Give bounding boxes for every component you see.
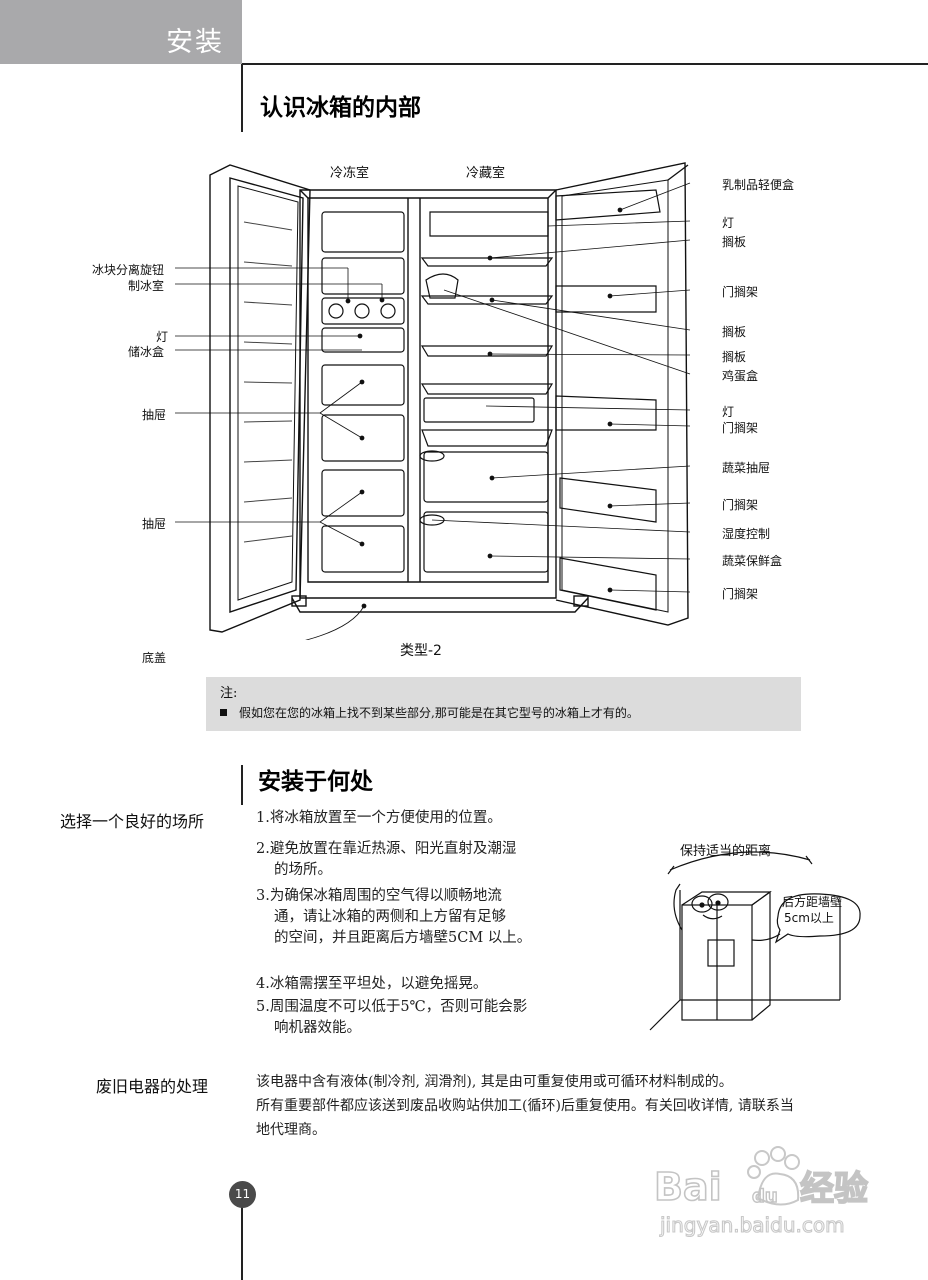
fridge-diagram — [175, 162, 691, 640]
figure-caption: 类型-2 — [400, 643, 442, 659]
list-item: 4.冰箱需摆至平坦处，以避免摇晃。 — [256, 976, 488, 992]
note-bullet: 假如您在您的冰箱上找不到某些部分,那可能是在其它型号的冰箱上才有的。 — [220, 704, 639, 721]
list-item: 3.为确保冰箱周围的空气得以顺畅地流 通，请让冰箱的两侧和上方留有足够 的空间，… — [256, 888, 532, 946]
section-title-install-location: 安装于何处 — [258, 769, 373, 795]
label-fridge: 冷藏室 — [466, 166, 506, 181]
label-freezer: 冷冻室 — [330, 166, 370, 181]
label-shelf-1: 搁板 — [722, 235, 747, 249]
disposal-line-1: 该电器中含有液体(制冷剂, 润滑剂), 其是由可重复使用或可循环材料制成的。 — [256, 1074, 733, 1090]
label-door-rack-3: 门搁架 — [722, 498, 759, 512]
distance-illustration — [649, 851, 861, 1031]
label-vegetable-drawer: 蔬菜抽屉 — [722, 461, 771, 475]
label-door-rack-2: 门搁架 — [722, 421, 759, 435]
svg-text:经验: 经验 — [800, 1169, 868, 1209]
margin-rule-bottom — [241, 1200, 243, 1280]
side-heading-disposal: 废旧电器的处理 — [96, 1077, 209, 1096]
side-heading-location: 选择一个良好的场所 — [60, 812, 205, 831]
margin-rule-top — [241, 64, 243, 132]
section-title: 安装 — [166, 27, 224, 58]
label-shelf-3: 搁板 — [722, 350, 747, 364]
label-lamp-r2: 灯 — [722, 405, 735, 419]
label-ice-maker: 制冰室 — [128, 279, 165, 293]
label-door-rack-1: 门搁架 — [722, 285, 759, 299]
label-shelf-2: 搁板 — [722, 325, 747, 339]
page-title: 认识冰箱的内部 — [260, 95, 421, 121]
illustration-caption: 保持适当的距离 — [680, 844, 772, 859]
svg-text:du: du — [752, 1186, 778, 1207]
bubble-text-line1: 后方距墙壁 — [782, 895, 843, 909]
section-tab: 安装 — [0, 0, 242, 64]
watermark-url: jingyan.baidu.com — [659, 1213, 845, 1237]
label-ice-bin: 储冰盒 — [128, 345, 165, 359]
note-box: 注: 假如您在您的冰箱上找不到某些部分,那可能是在其它型号的冰箱上才有的。 — [206, 677, 801, 731]
watermark-brand: Bai — [654, 1165, 722, 1209]
label-crisper: 蔬菜保鲜盒 — [722, 554, 783, 568]
label-door-rack-4: 门搁架 — [722, 587, 759, 601]
bubble-text-line2: 5cm以上 — [784, 911, 834, 925]
disposal-line-3: 地代理商。 — [256, 1122, 326, 1138]
label-humidity-control: 湿度控制 — [722, 527, 771, 541]
margin-rule-mid — [241, 765, 243, 805]
note-text: 假如您在您的冰箱上找不到某些部分,那可能是在其它型号的冰箱上才有的。 — [239, 706, 639, 720]
page-number: 11 — [229, 1181, 256, 1208]
label-ice-knob: 冰块分离旋钮 — [92, 263, 165, 277]
label-egg-box: 鸡蛋盒 — [722, 369, 759, 383]
disposal-line-2: 所有重要部件都应该送到废品收购站供加工(循环)后重复使用。有关回收详情, 请联系… — [256, 1098, 794, 1114]
label-base-cover: 底盖 — [142, 651, 167, 665]
label-lamp-r1: 灯 — [722, 216, 735, 230]
label-lamp-left: 灯 — [156, 330, 169, 344]
label-drawer-1: 抽屉 — [142, 408, 167, 422]
header-rule — [242, 63, 928, 65]
list-item: 1.将冰箱放置至一个方便使用的位置。 — [256, 810, 502, 826]
note-title: 注: — [220, 686, 238, 701]
bullet-square-icon — [220, 709, 227, 716]
baidu-watermark-logo: Bai 经验 du jingyan.baidu.com — [653, 1146, 869, 1238]
list-item: 2.避免放置在靠近热源、阳光直射及潮湿 的场所。 — [256, 841, 517, 878]
label-dairy-box: 乳制品轻便盒 — [722, 178, 795, 192]
label-drawer-2: 抽屉 — [142, 517, 167, 531]
list-item: 5.周围温度不可以低于5℃，否则可能会影 响机器效能。 — [256, 999, 528, 1036]
